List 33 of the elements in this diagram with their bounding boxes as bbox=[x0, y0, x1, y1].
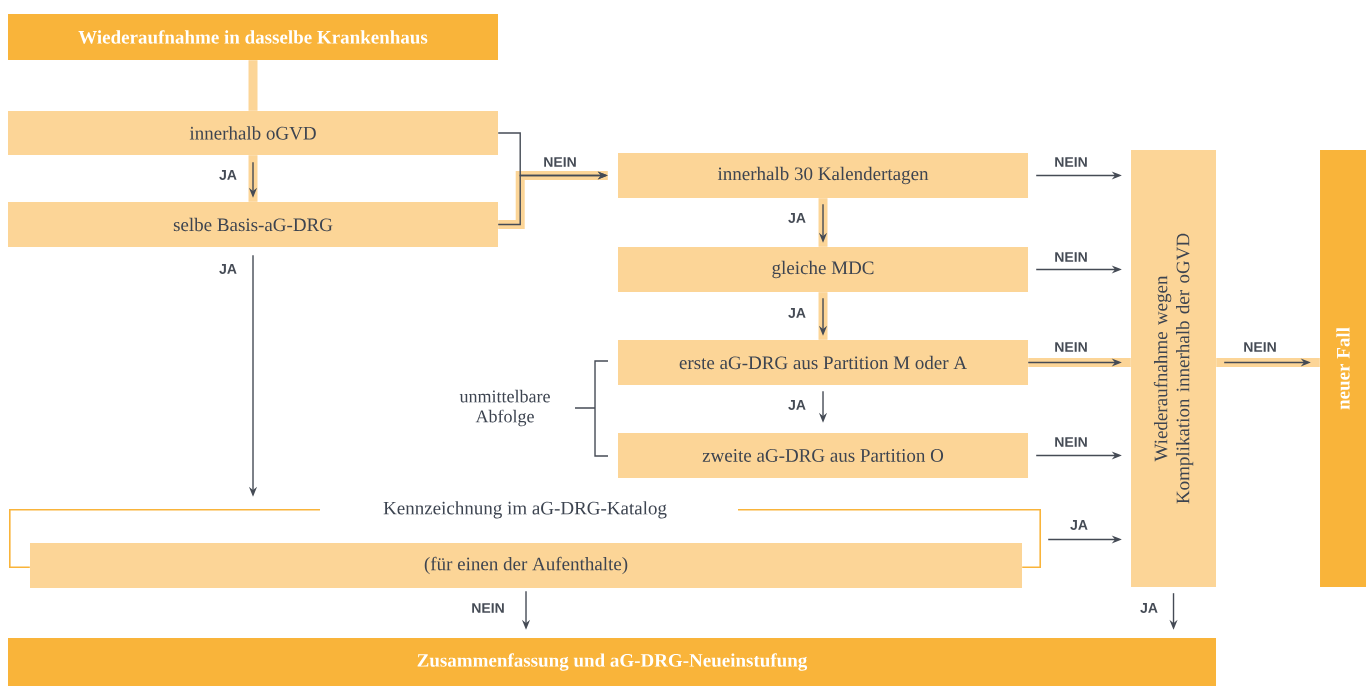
title-bar: Wiederaufnahme in dasselbe Krankenhaus bbox=[8, 14, 498, 60]
edge-label: JA bbox=[787, 399, 807, 411]
edge-label: JA bbox=[1139, 602, 1159, 614]
result-bar: neuer Fall bbox=[1320, 150, 1366, 587]
process-box: gleiche MDC bbox=[618, 247, 1028, 292]
edge-label: JA bbox=[787, 212, 807, 224]
note-text: unmittelbare Abfolge bbox=[459, 389, 550, 427]
process-box: zweite aG-DRG aus Partition O bbox=[618, 433, 1028, 478]
process-box: (für einen der Aufenthalte) bbox=[30, 543, 1022, 588]
edge-label: JA bbox=[218, 263, 238, 275]
arrow bbox=[1216, 358, 1320, 367]
arrow bbox=[818, 198, 828, 247]
edge-label: JA bbox=[218, 169, 238, 181]
arrow bbox=[497, 171, 608, 229]
process-box: erste aG-DRG aus Partition M oder A bbox=[618, 340, 1028, 385]
title-bar: Zusammenfassung und aG-DRG-Neueinstufung bbox=[8, 638, 1216, 686]
arrow bbox=[248, 155, 258, 202]
arrow bbox=[1027, 358, 1131, 367]
edge-label: NEIN bbox=[1053, 251, 1089, 263]
edge-label: NEIN bbox=[470, 602, 506, 614]
edge-label: NEIN bbox=[542, 156, 578, 168]
process-box: Wiederaufnahme wegen Komplikation innerhalb der oGVD bbox=[1131, 150, 1216, 587]
edge-label: NEIN bbox=[1053, 156, 1089, 168]
edge-label: NEIN bbox=[1053, 341, 1089, 353]
edge-label: JA bbox=[787, 307, 807, 319]
edge-label: NEIN bbox=[1242, 341, 1278, 353]
connector-line bbox=[248, 60, 258, 111]
process-box: innerhalb 30 Kalendertagen bbox=[618, 153, 1028, 198]
edge-label: NEIN bbox=[1053, 436, 1089, 448]
process-box: innerhalb oGVD bbox=[8, 111, 498, 155]
arrow bbox=[818, 292, 828, 340]
edge-label: JA bbox=[1069, 519, 1089, 531]
process-box: selbe Basis-aG-DRG bbox=[8, 202, 498, 247]
